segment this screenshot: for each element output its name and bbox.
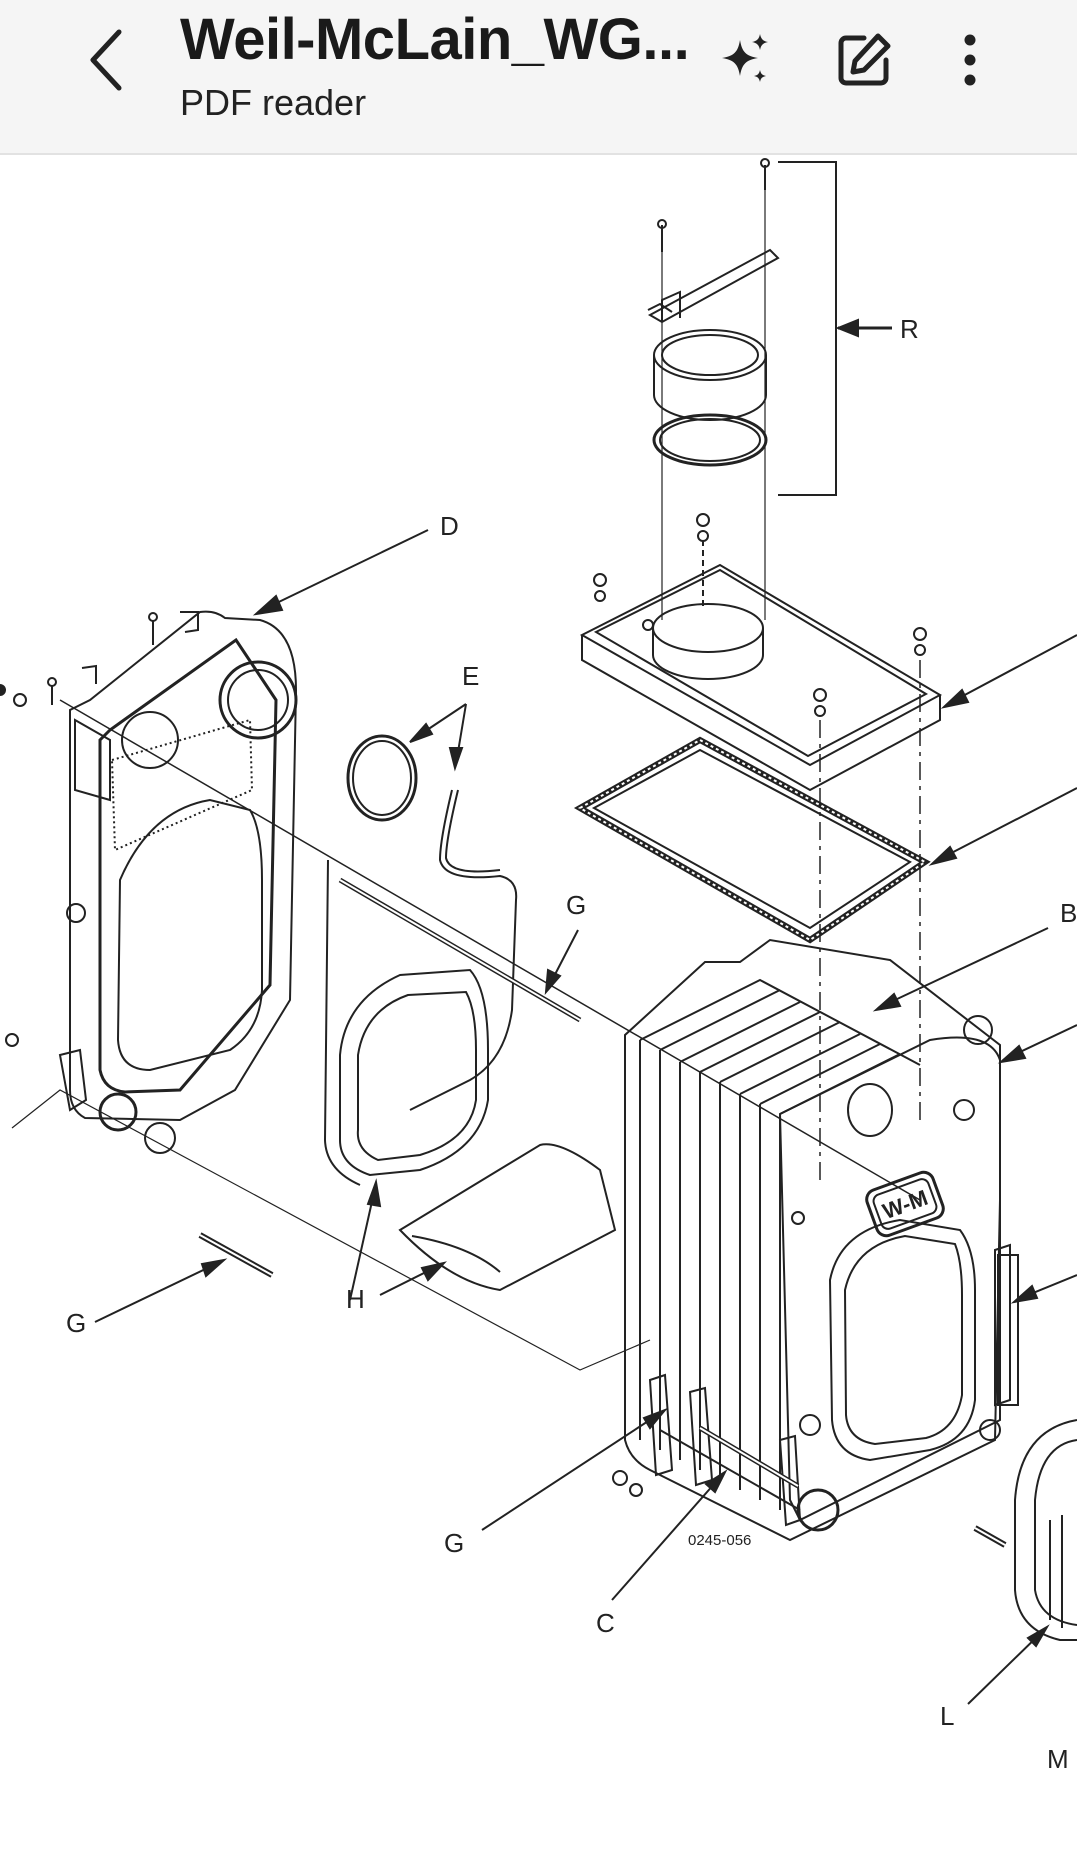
sparkles-icon	[722, 34, 768, 82]
flue-adapter-assembly	[647, 158, 892, 620]
ai-assist-button[interactable]	[706, 22, 782, 98]
exploded-parts-diagram: W-M R D E G B H G G C L M 0245-056	[0, 158, 1077, 1774]
edit-button[interactable]	[826, 22, 902, 98]
figure-number: 0245-056	[688, 1532, 751, 1549]
callout-c: C	[596, 1608, 615, 1638]
back-button[interactable]	[72, 20, 142, 100]
callout-d: D	[440, 511, 459, 541]
pdf-page-viewport[interactable]: W-M R D E G B H G G C L M 0245-056	[0, 155, 1077, 1849]
app-bar: Weil-McLain_WG... PDF reader	[0, 0, 1077, 155]
tie-rod-short	[94, 1232, 274, 1323]
more-options-button[interactable]	[932, 22, 1008, 98]
burner-part	[967, 1419, 1077, 1705]
title-block: Weil-McLain_WG... PDF reader	[180, 0, 690, 153]
callout-m: M	[1047, 1744, 1069, 1774]
callout-g-left: G	[66, 1308, 86, 1338]
o-ring-and-sensor-rod	[346, 703, 518, 1111]
document-title: Weil-McLain_WG...	[180, 7, 690, 72]
more-vert-icon	[964, 34, 976, 86]
tie-rod-long	[59, 699, 921, 1201]
edit-icon	[838, 33, 891, 86]
app-subtitle: PDF reader	[180, 82, 367, 123]
flue-gasket	[573, 660, 931, 1180]
heat-exchanger-block	[612, 938, 1019, 1542]
baffle	[323, 859, 617, 1301]
chevron-left-icon	[90, 29, 122, 91]
flue-collector	[579, 513, 943, 792]
callout-h: H	[346, 1284, 365, 1314]
front-end-section	[0, 610, 298, 1154]
callout-g-upper: G	[566, 890, 586, 920]
callout-g-lower: G	[444, 1528, 464, 1558]
callout-b: B	[1060, 898, 1077, 928]
callout-r: R	[900, 314, 919, 344]
callout-l: L	[940, 1701, 954, 1731]
callout-e: E	[462, 661, 479, 691]
